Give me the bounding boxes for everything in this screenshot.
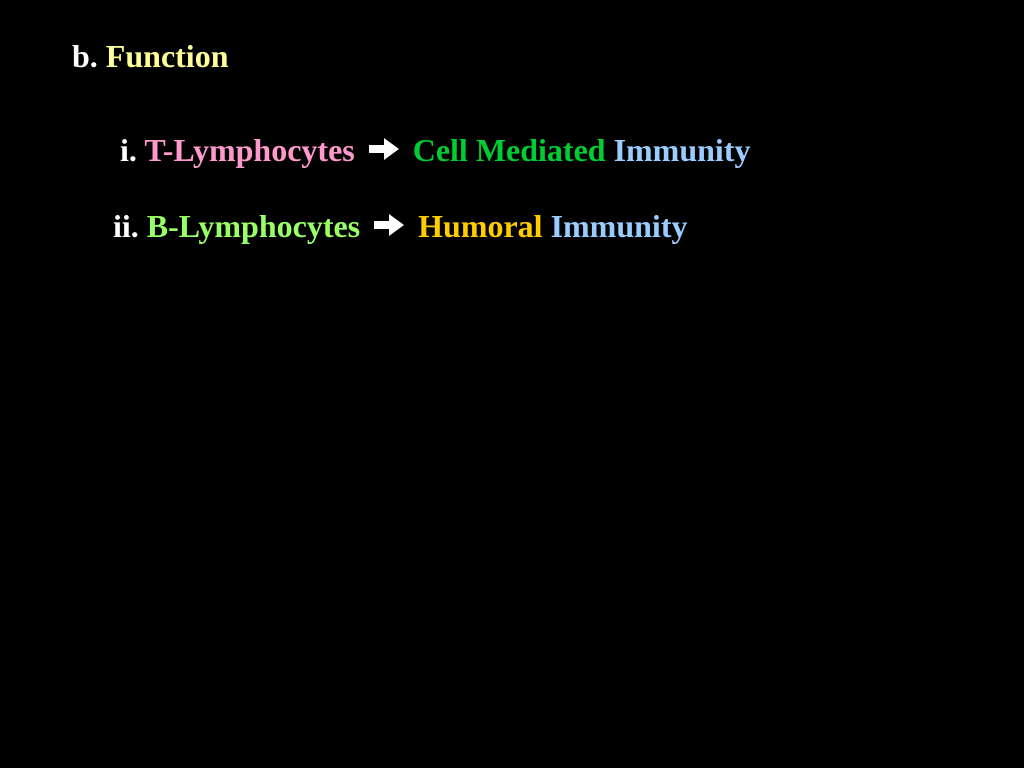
item-marker: i.	[120, 132, 137, 168]
list-item-b-lymphocytes: ii. B-Lymphocytes Humoral Immunity	[113, 210, 687, 242]
item-marker: ii.	[113, 208, 139, 244]
immunity-label: Immunity	[550, 208, 688, 244]
right-arrow-icon	[372, 212, 406, 238]
immunity-type-label: Cell Mediated	[412, 132, 606, 168]
heading-title: Function	[105, 38, 229, 74]
lymphocyte-prefix: B-	[146, 208, 179, 244]
list-item-t-lymphocytes: i. T-Lymphocytes Cell Mediated Immunity	[120, 134, 750, 166]
right-arrow-icon	[367, 136, 401, 162]
lymphocyte-label: Lymphocytes	[178, 208, 361, 244]
section-heading: b. Function	[72, 40, 228, 72]
lymphocyte-label: Lymphocytes	[173, 132, 355, 168]
immunity-type-label: Humoral	[418, 208, 543, 244]
heading-marker: b.	[72, 38, 98, 74]
lymphocyte-prefix: T-	[144, 132, 174, 168]
immunity-label: Immunity	[613, 132, 751, 168]
